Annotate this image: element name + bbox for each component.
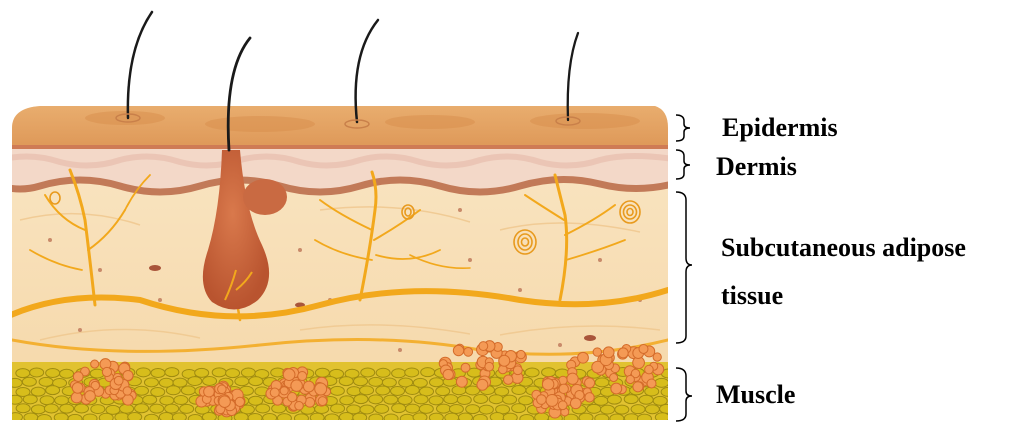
basal-line [0,145,680,149]
bracket-muscle [676,368,692,421]
bracket-subcutaneous [676,192,692,343]
label-subcutaneous-line-2: tissue [721,280,783,311]
bracket-epidermis [676,115,690,141]
sebaceous-gland [243,179,287,215]
label-subcutaneous-line-1: Subcutaneous adipose [721,232,966,263]
bracket-dermis [676,150,690,179]
hair-strand-1 [128,12,152,118]
label-muscle: Muscle [716,379,795,410]
label-epidermis: Epidermis [722,112,838,143]
label-dermis: Dermis [716,151,797,182]
skin-block [0,100,680,423]
layer-brackets [676,115,692,421]
